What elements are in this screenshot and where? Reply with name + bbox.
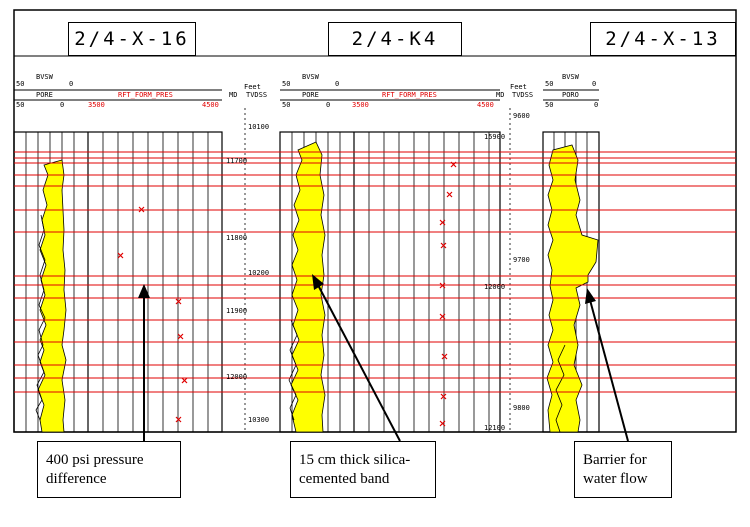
svg-text:10200: 10200 xyxy=(248,269,269,277)
track-well-1 xyxy=(13,131,223,433)
svg-text:BVSW: BVSW xyxy=(36,73,54,81)
svg-text:RFT_FORM_PRES: RFT_FORM_PRES xyxy=(382,91,437,99)
svg-text:0: 0 xyxy=(69,80,73,88)
svg-text:12000: 12000 xyxy=(484,283,505,291)
svg-text:TVDSS: TVDSS xyxy=(512,91,533,99)
callout-arrows xyxy=(138,274,629,442)
svg-text:0: 0 xyxy=(326,101,330,109)
svg-text:Feet: Feet xyxy=(510,83,527,91)
svg-text:50: 50 xyxy=(282,80,290,88)
svg-text:BVSW: BVSW xyxy=(302,73,320,81)
callout-water-barrier: Barrier for water flow xyxy=(574,441,672,498)
svg-text:PORE: PORE xyxy=(36,91,53,99)
callout-silica-band: 15 cm thick silica-cemented band xyxy=(290,441,436,498)
svg-text:12000: 12000 xyxy=(226,373,247,381)
svg-text:MD: MD xyxy=(496,91,504,99)
well-title-3: 2/4-X-13 xyxy=(590,22,736,56)
svg-text:50: 50 xyxy=(545,101,553,109)
callout-pressure-difference: 400 psi pressure difference xyxy=(37,441,181,498)
well-title-2: 2/4-K4 xyxy=(328,22,462,56)
svg-text:3500: 3500 xyxy=(88,101,105,109)
svg-text:0: 0 xyxy=(335,80,339,88)
svg-text:11900: 11900 xyxy=(226,307,247,315)
depth-labels: 11700 11800 11900 12000 10100 10200 1030… xyxy=(226,112,530,432)
header-texts: BVSW 50 0 PORE 50 0 RFT_FORM_PRES 3500 4… xyxy=(16,73,598,109)
svg-text:50: 50 xyxy=(16,101,24,109)
svg-text:0: 0 xyxy=(592,80,596,88)
svg-text:10300: 10300 xyxy=(248,416,269,424)
svg-text:12100: 12100 xyxy=(484,424,505,432)
track-well-3 xyxy=(542,131,600,433)
svg-text:RFT_FORM_PRES: RFT_FORM_PRES xyxy=(118,91,173,99)
svg-text:4500: 4500 xyxy=(477,101,494,109)
svg-text:9700: 9700 xyxy=(513,256,530,264)
svg-text:50: 50 xyxy=(16,80,24,88)
rft-points xyxy=(117,161,457,427)
svg-text:4500: 4500 xyxy=(202,101,219,109)
svg-text:11800: 11800 xyxy=(226,234,247,242)
header-rules xyxy=(14,55,736,101)
svg-text:0: 0 xyxy=(60,101,64,109)
panel-frame xyxy=(13,9,737,433)
svg-text:50: 50 xyxy=(545,80,553,88)
svg-text:TVDSS: TVDSS xyxy=(246,91,267,99)
svg-text:15900: 15900 xyxy=(484,133,505,141)
well-title-1: 2/4-X-16 xyxy=(68,22,196,56)
svg-text:PORE: PORE xyxy=(302,91,319,99)
svg-text:PORO: PORO xyxy=(562,91,579,99)
svg-text:10100: 10100 xyxy=(248,123,269,131)
track-well-2 xyxy=(279,131,501,433)
svg-text:11700: 11700 xyxy=(226,157,247,165)
svg-text:9800: 9800 xyxy=(513,404,530,412)
svg-text:0: 0 xyxy=(594,101,598,109)
svg-text:Feet: Feet xyxy=(244,83,261,91)
svg-text:3500: 3500 xyxy=(352,101,369,109)
svg-text:50: 50 xyxy=(282,101,290,109)
svg-text:MD: MD xyxy=(229,91,237,99)
svg-text:9600: 9600 xyxy=(513,112,530,120)
svg-text:BVSW: BVSW xyxy=(562,73,580,81)
